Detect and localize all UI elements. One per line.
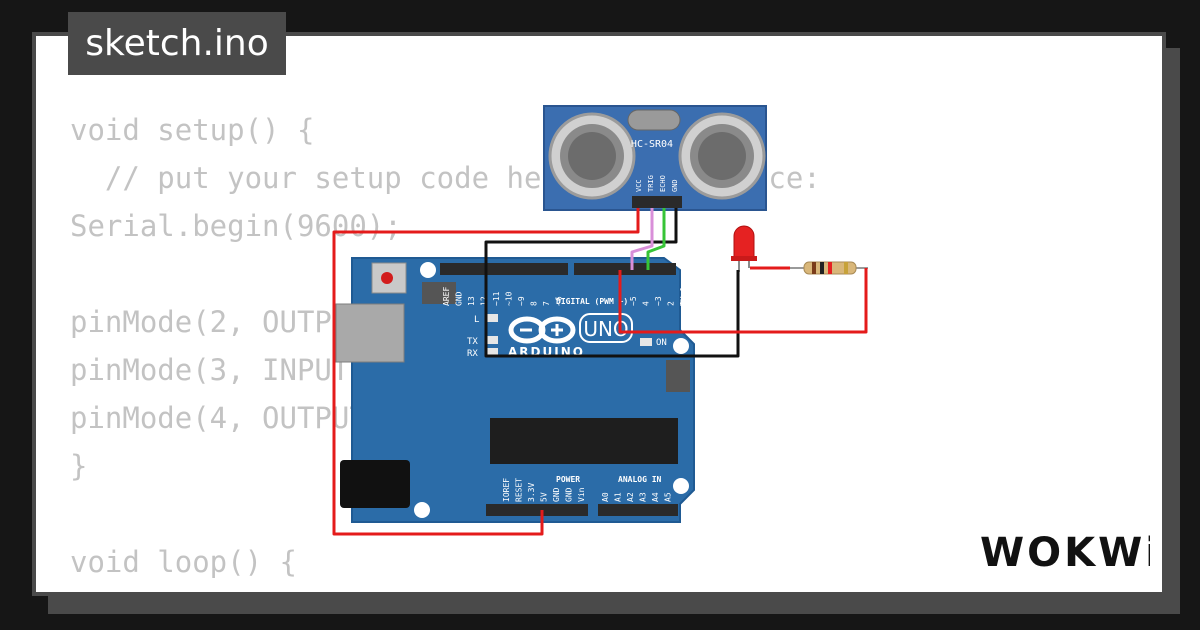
pin-label: GND	[455, 291, 464, 306]
digital-header-high	[440, 263, 568, 275]
uno-model: UNO	[583, 317, 628, 341]
arduino-logo	[508, 316, 576, 344]
pin-label: AREF	[442, 287, 451, 306]
sensor-pin-label: TRIG	[647, 175, 655, 192]
resistor[interactable]	[790, 261, 868, 275]
wire-gnd	[484, 208, 740, 358]
pin-label: A0	[601, 492, 610, 502]
sensor-header	[632, 196, 682, 208]
wire-echo	[646, 208, 666, 270]
led-l	[486, 314, 498, 322]
code-line: }	[70, 449, 88, 483]
pin-label: GND	[552, 487, 561, 502]
code-line: Serial.begin(9600);	[70, 209, 402, 243]
sensor-pin-label: GND	[671, 179, 679, 192]
pin-label: A3	[639, 492, 648, 502]
pin-label: 13	[467, 296, 476, 306]
pin-label: 8	[530, 301, 539, 306]
led-tx	[486, 336, 498, 344]
mounting-hole	[420, 262, 436, 278]
wire-trig	[630, 208, 654, 270]
pin-label: 2	[667, 301, 676, 306]
pin-label: 7	[542, 301, 551, 306]
pin-label: 5V	[540, 492, 549, 502]
wire-resistor-pin4	[618, 268, 868, 334]
pin-label: ~11	[492, 291, 501, 306]
hc-sr04-sensor[interactable]: HC-SR04 VCC TRIG ECHO GND	[543, 105, 767, 211]
file-tab-sketch[interactable]: sketch.ino	[68, 12, 286, 75]
wire-vcc-5v	[332, 208, 640, 536]
usb-port	[335, 303, 405, 363]
digital-header-low	[574, 263, 676, 275]
pin-label: RX←0	[692, 287, 701, 306]
code-line: void loop() {	[70, 545, 297, 579]
pin-label: ~3	[654, 296, 663, 306]
sensor-pin-label: ECHO	[659, 175, 667, 192]
code-line: pinMode(4, OUTPUT);	[70, 401, 402, 435]
sensor-label: HC-SR04	[631, 139, 673, 150]
pin-label: A1	[614, 492, 623, 502]
power-jack	[340, 460, 410, 508]
mounting-hole	[673, 478, 689, 494]
led-rx	[486, 348, 498, 356]
wires	[332, 208, 868, 536]
icsp-header	[422, 282, 456, 304]
pin-label: 12	[480, 296, 489, 306]
pin-label: A2	[626, 492, 635, 502]
analog-label: ANALOG IN	[618, 475, 662, 484]
power-header	[486, 504, 588, 516]
mounting-hole	[673, 338, 689, 354]
wokwi-logo-text: WOKWi	[980, 530, 1150, 576]
digital-label: DIGITAL (PWM ~)	[556, 297, 628, 306]
wokwi-logo: WOKWi	[980, 530, 1150, 576]
analog-header	[598, 504, 678, 516]
power-label: POWER	[556, 475, 580, 484]
mounting-hole	[414, 502, 430, 518]
uno-badge	[579, 313, 633, 343]
led-on	[640, 338, 652, 346]
pin-label: IOREF	[502, 478, 511, 502]
code-line: void setup() {	[70, 113, 315, 147]
red-led[interactable]	[731, 225, 757, 272]
file-tab-label: sketch.ino	[85, 23, 269, 64]
pin-label: ~5	[629, 296, 638, 306]
atmega-chip	[490, 418, 678, 464]
pin-label: 4	[642, 301, 651, 306]
pin-label: A5	[664, 492, 673, 502]
pin-label: ~10	[505, 291, 514, 306]
icsp2-header	[666, 360, 690, 392]
sensor-pin-label: VCC	[635, 179, 643, 192]
pin-label: A4	[651, 492, 660, 502]
pin-label: TX→1	[679, 287, 688, 306]
pin-label: 3.3V	[527, 483, 536, 502]
pin-label: Vin	[577, 487, 586, 502]
pin-label: GND	[565, 487, 574, 502]
pin-label: ~6	[555, 296, 564, 306]
pin-label: ~9	[517, 296, 526, 306]
led-on-label: ON	[656, 338, 667, 348]
led-l-label: L	[474, 315, 479, 325]
led-tx-label: TX	[467, 337, 478, 347]
pin-label: RESET	[515, 478, 524, 502]
reset-button-cap	[381, 272, 393, 284]
led-rx-label: RX	[467, 349, 478, 359]
crystal-oscillator	[627, 109, 681, 131]
